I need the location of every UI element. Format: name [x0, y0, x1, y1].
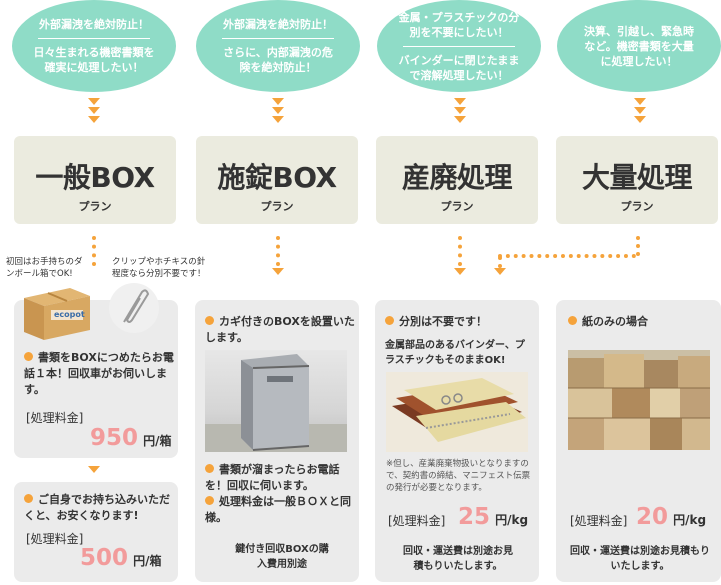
- arrow-down-icon: [494, 268, 506, 275]
- arrow-down-icon: [634, 98, 646, 125]
- bullet-dot-icon: [568, 316, 577, 325]
- plan-name: 産廃処理: [401, 161, 513, 194]
- arrow-down-icon: [454, 268, 466, 275]
- bulk-bullet: 紙のみの場合: [568, 314, 708, 330]
- carry-in-card: [14, 482, 178, 582]
- carry-in-price-row: 500 円/箱: [80, 545, 162, 571]
- plan-name: 施錠BOX: [217, 161, 337, 194]
- plan-sub: プラン: [260, 200, 294, 213]
- bubble-divider: [403, 45, 515, 47]
- price-value: 950: [90, 425, 139, 451]
- plan-industrial[interactable]: 産廃処理 プラン: [376, 136, 538, 224]
- arrow-down-icon: [88, 98, 100, 125]
- price-value: 20: [636, 504, 669, 530]
- price-value: 25: [458, 504, 491, 530]
- bullet-dot-icon: [24, 494, 33, 503]
- industrial-bullet: 分別は不要です！: [385, 314, 535, 330]
- bubble-bottom-text: 日々生まれる機密書類を確実に処理したい！: [33, 46, 155, 74]
- fee-label: [処理料金]: [26, 532, 84, 546]
- arrow-down-icon: [454, 98, 466, 125]
- carry-in-bullet-text: ご自身でお持ち込みいただくと、お安くなります!: [24, 493, 170, 522]
- arrow-down-icon: [88, 466, 100, 473]
- plan-general-box[interactable]: 一般BOX プラン: [14, 136, 176, 224]
- bubble-divider: [38, 38, 150, 39]
- stacked-boxes-photo: [568, 350, 710, 450]
- need-bubble-industrial: 金属・プラスチックの分別を不要にしたい！ バインダーに閉じたままで溶解処理したい…: [377, 0, 541, 92]
- plan-name: 大量処理: [581, 161, 693, 194]
- binder-photo: [386, 372, 528, 452]
- plan-sub: プラン: [78, 200, 112, 213]
- bulk-price-row: 20 円/kg: [636, 504, 706, 530]
- connector-dots: [498, 256, 502, 268]
- bubble-divider: [222, 38, 334, 39]
- paperclip-image: [108, 282, 160, 334]
- locked-bullet-2: 書類が溜まったらお電話を！回収に伺います。: [205, 462, 355, 494]
- fee-label: [処理料金]: [388, 514, 446, 528]
- industrial-desc: 金属部品のあるバインダー、プラスチックもそのままOK!: [385, 340, 525, 366]
- general-bullet-text: 書類をBOXにつめたらお電話１本！回収車がお伺いします。: [24, 351, 174, 396]
- need-bubble-general: 外部漏洩を絶対防止！ 日々生まれる機密書類を確実に処理したい！: [12, 0, 176, 92]
- bullet-dot-icon: [205, 316, 214, 325]
- plan-locked-box[interactable]: 施錠BOX プラン: [196, 136, 358, 224]
- price-unit: 円/kg: [495, 513, 529, 527]
- cardboard-box-image: ecopot: [18, 284, 92, 342]
- carry-in-bullet: ご自身でお持ち込みいただくと、お安くなります!: [24, 492, 174, 524]
- arrow-down-icon: [272, 268, 284, 275]
- bulk-footer: 回収・運送費は別途お見積もりいたします。: [570, 546, 710, 572]
- general-bullet: 書類をBOXにつめたらお電話１本！回収車がお伺いします。: [24, 350, 174, 398]
- plan-bulk[interactable]: 大量処理 プラン: [556, 136, 718, 224]
- plan-sub: プラン: [620, 200, 654, 213]
- connector-dots: [498, 254, 636, 258]
- box-print-text: ecopot: [54, 310, 85, 319]
- connector-dots: [458, 236, 462, 266]
- locked-bullet-2-text: 書類が溜まったらお電話を！回収に伺います。: [205, 463, 340, 492]
- need-bubble-locked: 外部漏洩を絶対防止！ さらに、内部漏洩の危険を絶対防止！: [196, 0, 360, 92]
- arrow-down-icon: [272, 98, 284, 125]
- bubble-top-text: 金属・プラスチックの分別を不要にしたい！: [398, 10, 520, 39]
- general-price-row: 950 円/箱: [90, 425, 172, 451]
- plan-name: 一般BOX: [35, 161, 155, 194]
- locked-bullet-3: 処理料金は一般ＢＯＸと同様。: [205, 494, 355, 526]
- price-unit: 円/kg: [673, 513, 707, 527]
- bullet-dot-icon: [205, 464, 214, 473]
- connector-dots: [276, 236, 280, 266]
- locked-bullet-1: カギ付きのBOXを設置いたします。: [205, 314, 355, 346]
- locked-bullet-1-text: カギ付きのBOXを設置いたします。: [205, 315, 355, 344]
- fee-label: [処理料金]: [570, 514, 628, 528]
- bubble-bottom-text: さらに、内部漏洩の危険を絶対防止！: [223, 46, 333, 74]
- bullet-dot-icon: [205, 496, 214, 505]
- price-value: 500: [80, 545, 129, 571]
- bubble-text: 決算、引越し、緊急時など。機密書類を大量に処理したい！: [584, 24, 694, 68]
- industrial-price-row: 25 円/kg: [458, 504, 528, 530]
- connector-dots: [92, 236, 96, 266]
- bubble-bottom-text: バインダーに閉じたままで溶解処理したい！: [398, 53, 520, 82]
- clip-note: クリップやホチキスの針程度なら分別不要です！: [112, 257, 206, 279]
- industrial-bullet-text: 分別は不要です！: [399, 315, 487, 328]
- bullet-dot-icon: [385, 316, 394, 325]
- locked-box-photo: [205, 350, 347, 452]
- price-unit: 円/箱: [133, 554, 162, 568]
- price-unit: 円/箱: [143, 434, 172, 448]
- bullet-dot-icon: [24, 352, 33, 361]
- need-bubble-bulk: 決算、引越し、緊急時など。機密書類を大量に処理したい！: [557, 0, 721, 92]
- locked-bullet-3-text: 処理料金は一般ＢＯＸと同様。: [205, 495, 351, 524]
- fee-label: [処理料金]: [26, 411, 84, 425]
- bubble-top-text: 外部漏洩を絶対防止！: [39, 18, 149, 31]
- industrial-footer: 回収・運送費は別途お見積もりいたします。: [403, 546, 513, 572]
- connector-dots: [636, 236, 640, 256]
- bulk-bullet-text: 紙のみの場合: [582, 315, 648, 328]
- locked-footer: 鍵付き回収BOXの購入費用別途: [235, 544, 329, 570]
- plan-sub: プラン: [440, 200, 474, 213]
- industrial-note: ※但し、産業廃棄物扱いとなりますので、契約書の締結、マニフェスト伝票の発行が必要…: [386, 459, 531, 493]
- box-note: 初回はお手持ちのダンボール箱でOK!: [6, 257, 83, 279]
- bubble-top-text: 外部漏洩を絶対防止！: [223, 18, 333, 31]
